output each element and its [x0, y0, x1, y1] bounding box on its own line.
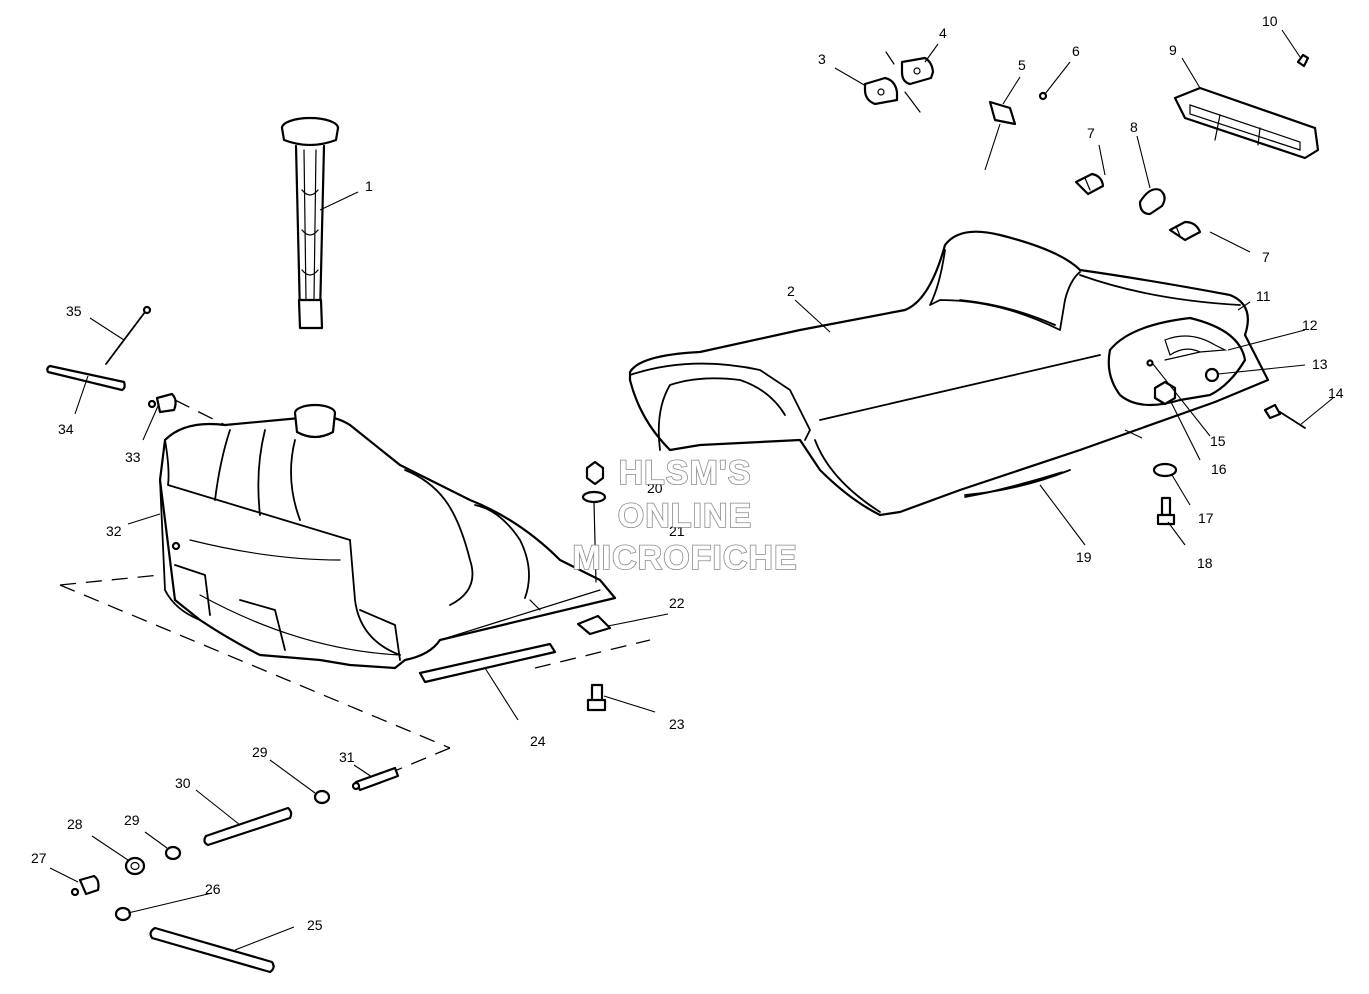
callout-18: 18	[1197, 555, 1213, 571]
nut-20[interactable]	[585, 460, 605, 486]
socket-7-bottom[interactable]	[1168, 220, 1202, 242]
rivet-6[interactable]	[1038, 91, 1048, 101]
callout-26: 26	[205, 881, 221, 897]
watermark-line3: MICROFICHE	[572, 539, 797, 577]
callout-17: 17	[1198, 510, 1214, 526]
bulb-8[interactable]	[1138, 188, 1166, 216]
strap-35[interactable]	[105, 305, 152, 365]
callout-14: 14	[1328, 385, 1344, 401]
callout-9: 9	[1169, 42, 1177, 58]
callout-4: 4	[939, 25, 947, 41]
callout-35: 35	[66, 303, 82, 319]
callout-32: 32	[106, 523, 122, 539]
taillight-lens-9[interactable]	[1173, 86, 1320, 160]
callout-27: 27	[31, 850, 47, 866]
cap-26[interactable]	[114, 906, 132, 922]
seat[interactable]	[628, 230, 1270, 517]
tube-34[interactable]	[46, 364, 126, 392]
strip-24[interactable]	[418, 642, 557, 684]
callout-5: 5	[1018, 57, 1026, 73]
callout-33: 33	[125, 449, 141, 465]
fuel-tank[interactable]	[158, 403, 617, 670]
watermark: HLSM'S ONLINE MICROFICHE	[572, 453, 798, 578]
rivet-15[interactable]	[1146, 359, 1154, 367]
bolt-18[interactable]	[1156, 496, 1176, 526]
plate-4[interactable]	[885, 51, 935, 113]
callout-19: 19	[1076, 549, 1092, 565]
fitting-33[interactable]	[147, 392, 177, 414]
callout-30: 30	[175, 775, 191, 791]
washer-21[interactable]	[581, 490, 607, 504]
bracket-5[interactable]	[988, 100, 1017, 126]
callout-1: 1	[365, 178, 373, 194]
stud-14[interactable]	[1263, 403, 1306, 429]
pin-31[interactable]	[351, 766, 400, 792]
callout-22: 22	[669, 595, 685, 611]
nut-16[interactable]	[1153, 380, 1177, 406]
spacer-29-lower[interactable]	[164, 845, 182, 861]
callout-labels: 1 2 3 4 5 6 7 8 9 10 11 12 13 14 15 16 1…	[31, 13, 1344, 933]
callout-29-upper: 29	[252, 744, 268, 760]
rod-30[interactable]	[203, 806, 293, 847]
callout-2: 2	[787, 283, 795, 299]
grommet-28[interactable]	[124, 856, 146, 876]
callout-16: 16	[1211, 461, 1227, 477]
callout-15: 15	[1210, 433, 1226, 449]
callout-20: 20	[647, 480, 663, 496]
fitting-27[interactable]	[70, 874, 100, 897]
callout-10: 10	[1262, 13, 1278, 29]
callout-3: 3	[818, 51, 826, 67]
watermark-line2: ONLINE	[618, 497, 752, 535]
screw-10[interactable]	[1296, 53, 1310, 68]
callout-13: 13	[1312, 356, 1328, 372]
spacer-29-upper[interactable]	[313, 789, 331, 805]
callout-28: 28	[67, 816, 83, 832]
callout-34: 34	[58, 421, 74, 437]
bolt-23[interactable]	[586, 683, 607, 712]
rod-25[interactable]	[149, 926, 275, 974]
callout-6: 6	[1072, 43, 1080, 59]
watermark-line1: HLSM'S	[618, 454, 751, 492]
callout-25: 25	[307, 917, 323, 933]
callout-29-lower: 29	[124, 812, 140, 828]
callout-31: 31	[339, 749, 355, 765]
callout-23: 23	[669, 716, 685, 732]
callout-21: 21	[669, 523, 685, 539]
leader-lines	[49, 29, 1334, 951]
washer-13[interactable]	[1204, 367, 1220, 383]
pad-22[interactable]	[576, 614, 612, 636]
plate-3[interactable]	[863, 76, 899, 106]
washer-17[interactable]	[1152, 462, 1178, 478]
callout-8: 8	[1130, 119, 1138, 135]
callout-7-top: 7	[1087, 125, 1095, 141]
callout-11: 11	[1256, 288, 1271, 304]
callout-7-bottom: 7	[1262, 249, 1270, 265]
fuel-gauge-sender[interactable]	[280, 116, 340, 330]
callout-24: 24	[530, 733, 546, 749]
callout-12: 12	[1302, 317, 1318, 333]
socket-7-top[interactable]	[1074, 172, 1105, 196]
